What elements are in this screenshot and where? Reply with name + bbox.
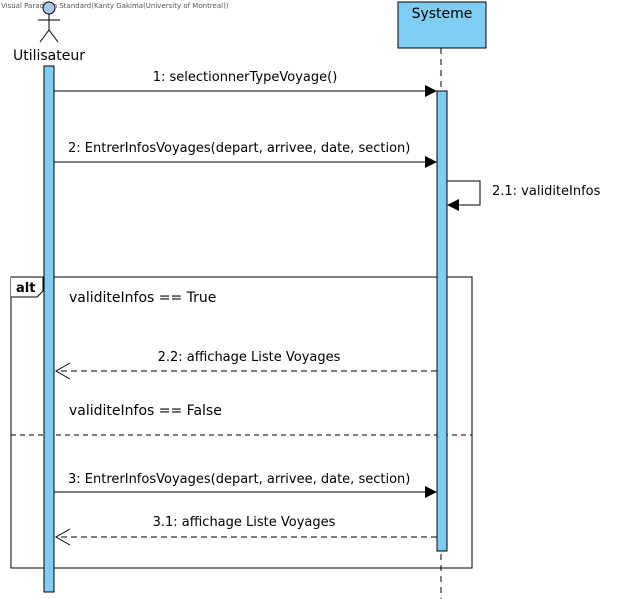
actor-name: Utilisateur [13, 48, 85, 64]
message-3-label: 3: EntrerInfosVoyages(depart, arrivee, d… [68, 472, 410, 487]
message-2-label-bg [58, 138, 422, 156]
message-2-2-label: 2.2: affichage Liste Voyages [158, 350, 341, 365]
alt-operator-tab [11, 276, 44, 298]
guard-true: validiteInfos == True [69, 290, 216, 306]
watermark: Visual Paradigm Standard(Kanty Gakima(Un… [1, 2, 229, 10]
message-2-1-self-arrow [447, 180, 481, 211]
message-1-label: 1: selectionnerTypeVoyage() [153, 70, 338, 85]
message-2-1-label: 2.1: validiteInfos [492, 184, 601, 199]
message-3-1-label: 3.1: affichage Liste Voyages [153, 515, 336, 530]
alt-fragment-frame [10, 276, 473, 569]
guard-false: validiteInfos == False [69, 403, 222, 419]
message-3-label-bg [58, 469, 422, 487]
system-participant-box [397, 1, 487, 49]
system-activation-bar [436, 90, 448, 552]
alt-operator-label: alt [16, 281, 35, 296]
message-3-1-open-arrowhead [54, 528, 71, 546]
actor-activation-bar [43, 65, 55, 593]
message-2-label: 2: EntrerInfosVoyages(depart, arrivee, d… [68, 141, 410, 156]
stick-figure-icon [38, 1, 60, 43]
system-participant-name: Systeme [412, 6, 473, 22]
message-2-2-open-arrowhead [54, 362, 71, 380]
